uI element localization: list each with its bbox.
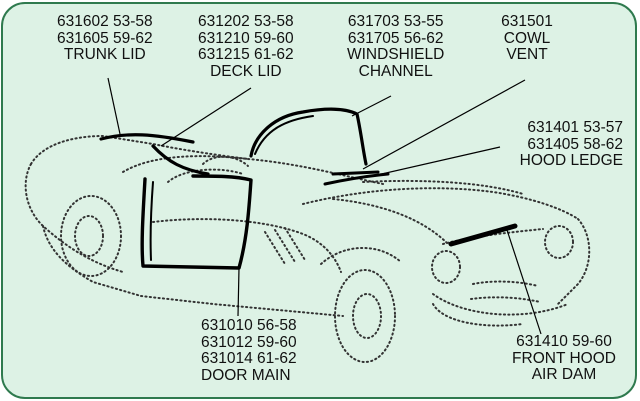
air-dam-leader — [506, 229, 542, 335]
rear-wheel-outline — [60, 195, 122, 277]
windshield-channel-leader — [351, 95, 392, 117]
hood-ledge-part-line: 631401 53-57 — [527, 119, 623, 136]
cowl-outline — [247, 158, 384, 185]
deck-lid-part-line: 631202 53-58 — [198, 13, 294, 30]
door-main-part-line: 631012 59-60 — [201, 333, 297, 351]
cowl-vent-part: 631501 — [501, 13, 553, 30]
air-dam-name: AIR DAM — [531, 366, 597, 384]
front-wheel-hub — [352, 293, 382, 339]
hood-center-outline — [332, 198, 449, 245]
front-wheel-arch — [320, 247, 402, 265]
windshield-channel-name: WINDSHIELD — [347, 46, 445, 64]
hood-ledge-callout: 631401 53-57 631405 58-62 HOOD LEDGE — [497, 119, 623, 170]
trunk-lid-part-line: 631605 59-62 — [57, 29, 153, 47]
door-main-seal — [140, 174, 253, 270]
nose-outline — [557, 218, 591, 305]
side-cove-outline — [152, 218, 342, 273]
seat-outline — [167, 155, 249, 183]
deck-lid-part-line: 631215 61-62 — [198, 46, 294, 64]
door-main-leader — [237, 267, 240, 317]
rear-lower-outline — [42, 225, 142, 297]
front-wheel-outline — [334, 269, 396, 363]
windshield-channel-name: CHANNEL — [358, 62, 433, 80]
deck-lid-leader — [160, 87, 252, 147]
lower-nose-outline — [432, 303, 524, 327]
trunk-lid-name: TRUNK LID — [63, 46, 146, 64]
trunk-lid-leader — [107, 77, 121, 135]
windshield-channel-part-line: 631703 53-55 — [347, 13, 444, 30]
door-inner-seal — [149, 181, 154, 261]
air-dam-name: FRONT HOOD — [512, 349, 616, 367]
door-main-callout: 631010 56-58 631012 59-60 631014 61-62 D… — [201, 317, 297, 384]
windshield-channel-callout: 631703 53-55 631705 56-62 WINDSHIELD CHA… — [347, 13, 445, 80]
windshield-frame-inner — [254, 115, 314, 155]
deck-lid-part-line: 631210 59-60 — [198, 29, 294, 47]
seal-lines — [99, 107, 518, 270]
trunk-lid-part-line: 631602 53-58 — [57, 13, 153, 30]
windshield-seal — [249, 107, 368, 166]
car-outline — [24, 134, 591, 363]
tail-outline — [24, 163, 124, 273]
deck-lid-seal — [151, 144, 210, 176]
hood-ledge-seal — [323, 172, 390, 186]
cowl-vent-name: COWL — [503, 29, 551, 47]
rocker-outline — [140, 295, 344, 317]
trunk-lid-seal — [99, 133, 195, 144]
cowl-vent-name: VENT — [506, 46, 548, 64]
cowl-vent-seal — [331, 170, 380, 176]
hood-ledge-name: HOOD LEDGE — [519, 152, 623, 170]
hood-ledge-part-line: 631405 58-62 — [527, 135, 623, 153]
front-hood-air-dam-callout: 631410 59-60 FRONT HOOD AIR DAM — [501, 333, 627, 384]
deck-lid-callout: 631202 53-58 631210 59-60 631215 61-62 D… — [198, 13, 294, 80]
trunk-lid-callout: 631602 53-58 631605 59-62 TRUNK LID — [57, 13, 153, 64]
bumper-outline — [432, 293, 569, 316]
cowl-vent-callout: 631501 COWL VENT — [498, 13, 556, 64]
door-main-part-line: 631010 56-58 — [201, 317, 297, 334]
air-dam-seal — [448, 223, 518, 247]
door-main-part-line: 631014 61-62 — [201, 350, 297, 368]
cowl-vent-leader — [362, 79, 526, 170]
rear-wheel-hub — [74, 215, 104, 257]
hood-outline — [302, 187, 579, 220]
car-illustration — [24, 77, 591, 363]
door-main-name: DOOR MAIN — [201, 366, 291, 384]
hood-ledge-leader — [372, 146, 501, 177]
cockpit-outline — [122, 155, 249, 173]
windshield-channel-part-line: 631705 56-62 — [347, 29, 444, 47]
air-dam-part-line: 631410 59-60 — [516, 333, 612, 350]
headlight-outline — [544, 225, 574, 259]
vent-outline — [264, 227, 306, 265]
deck-lid-name: DECK LID — [210, 62, 282, 80]
rear-deck-outline — [30, 134, 249, 165]
grille-outline — [470, 280, 541, 303]
fender-outline — [362, 179, 524, 195]
leader-lines — [107, 77, 542, 335]
headlight-outline — [431, 250, 461, 284]
